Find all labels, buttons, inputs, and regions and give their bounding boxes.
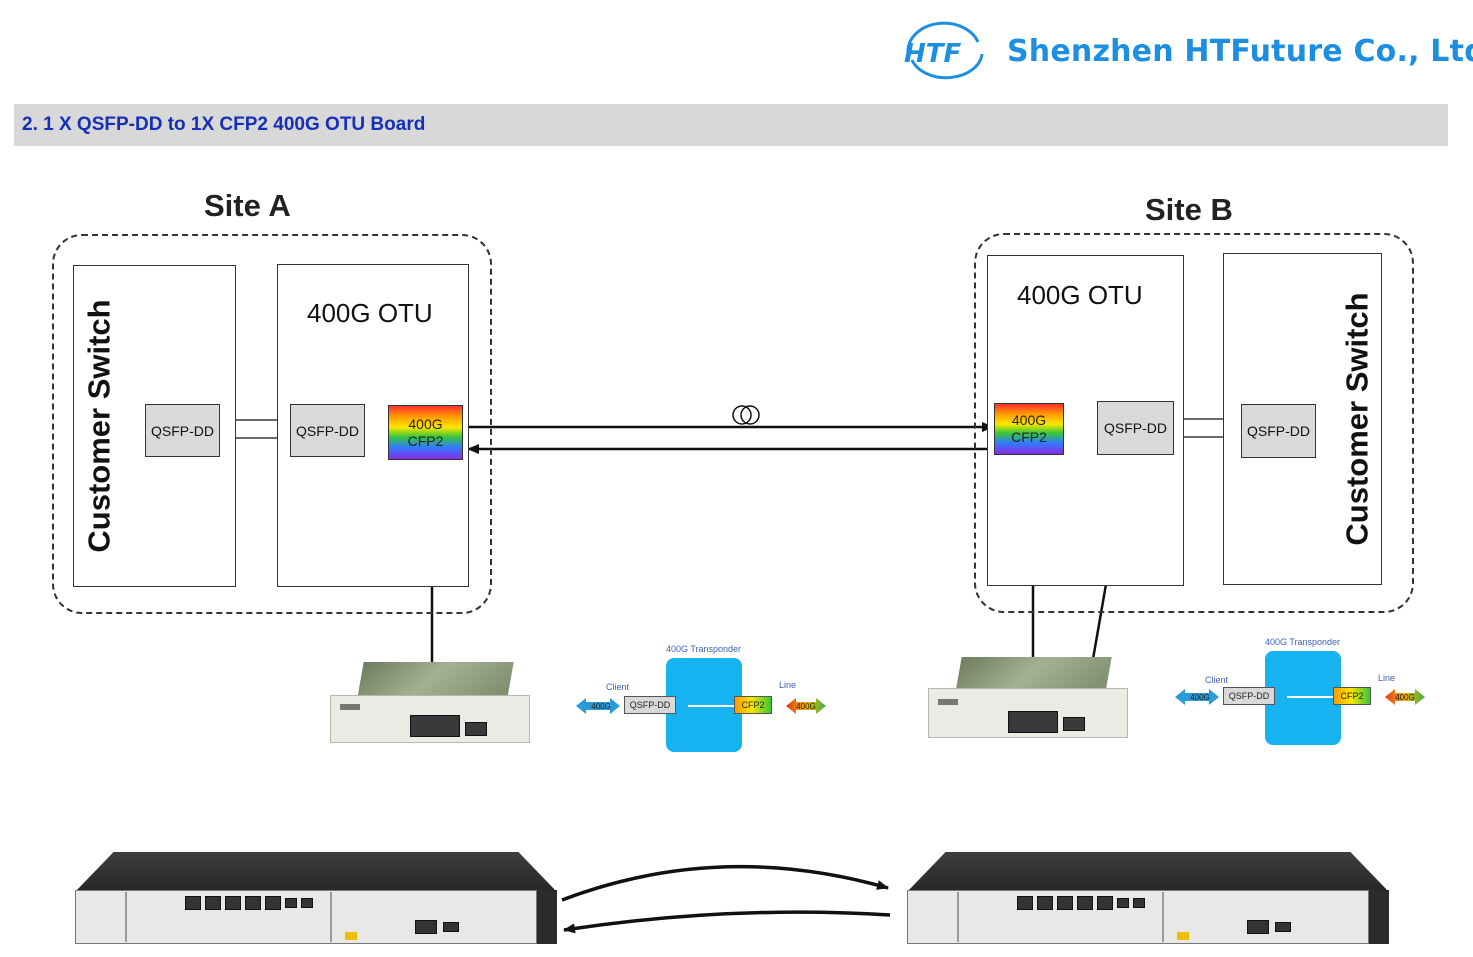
site-a-switch-port: QSFP-DD <box>145 404 220 457</box>
transponder-rate-right: 400G <box>796 701 816 711</box>
section-title: 2. 1 X QSFP-DD to 1X CFP2 400G OTU Board <box>22 114 426 135</box>
site-b-switch-port: QSFP-DD <box>1241 404 1316 458</box>
transponder-client-port: QSFP-DD <box>1223 687 1275 705</box>
company-name: Shenzhen HTFuture Co., Ltd. <box>1007 34 1473 69</box>
transponder-rate-right: 400G <box>1395 692 1415 702</box>
transponder-line-port: CFP2 <box>1333 687 1371 705</box>
site-a-otu-client-port: QSFP-DD <box>290 404 365 457</box>
chassis-link-return <box>563 910 891 934</box>
site-b-label: Site B <box>1145 192 1233 227</box>
site-b-customer-switch-label: Customer Switch <box>1339 292 1375 546</box>
transponder-line-label: Line <box>779 680 797 690</box>
site-b-transponder-diagram: 400G Transponder Client Line 400G QSFP-D… <box>1173 635 1433 747</box>
site-a-customer-switch-label: Customer Switch <box>81 299 117 553</box>
site-b-chassis-image <box>907 852 1389 946</box>
transponder-title: 400G Transponder <box>1265 637 1341 647</box>
transponder-client-label: Client <box>1205 675 1229 685</box>
section-bar <box>14 104 1448 146</box>
transponder-rate-left: 400G <box>591 701 611 711</box>
site-a-label: Site A <box>204 188 291 223</box>
site-b-line-port-rate: 400G <box>1011 412 1047 428</box>
company-logo: HTF <box>898 20 993 84</box>
site-a-otu-board-image <box>330 660 530 745</box>
transponder-client-port: QSFP-DD <box>624 696 676 714</box>
chassis-link-forward <box>561 864 889 902</box>
site-b-line-port-type: CFP2 <box>1011 429 1047 445</box>
logo-text: HTF <box>904 39 961 69</box>
site-b-otu-board-image <box>928 655 1128 740</box>
transponder-line-label: Line <box>1378 673 1396 683</box>
site-b-boundary <box>974 233 1414 613</box>
site-a-otu-title: 400G OTU <box>307 298 433 328</box>
site-a-line-port-type: CFP2 <box>407 432 444 449</box>
transponder-client-label: Client <box>606 682 630 692</box>
site-b-otu-client-port: QSFP-DD <box>1097 401 1174 455</box>
transponder-title: 400G Transponder <box>666 644 742 654</box>
site-a-line-port-rate: 400G <box>408 415 443 432</box>
transponder-line-port: CFP2 <box>734 696 772 714</box>
fiber-spool-icon <box>732 405 752 425</box>
site-a-chassis-image <box>75 852 557 946</box>
site-b-otu-line-port: 400G CFP2 <box>994 403 1064 455</box>
site-a-transponder-diagram: 400G Transponder Client Line 400G QSFP-D… <box>574 642 834 754</box>
transponder-rate-left: 400G <box>1190 692 1210 702</box>
site-b-otu-title: 400G OTU <box>1017 280 1143 310</box>
site-a-boundary <box>52 234 492 614</box>
site-a-otu-line-port: 400G CFP2 <box>388 405 463 460</box>
